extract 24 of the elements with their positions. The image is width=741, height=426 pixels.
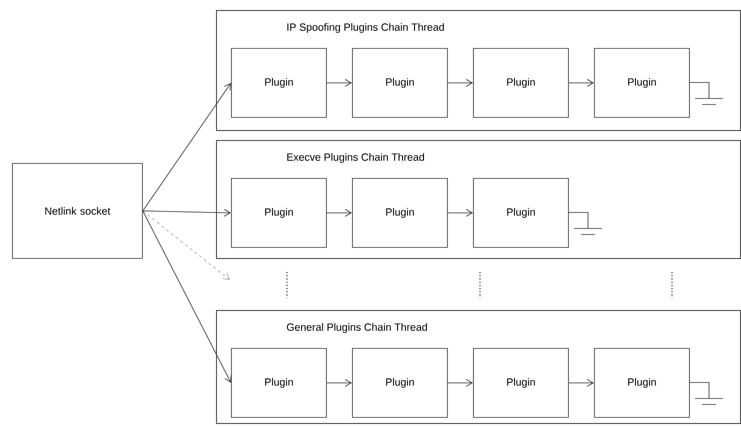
arrow — [326, 79, 352, 87]
plugin-box: Plugin — [352, 48, 448, 118]
socket-box: Netlink socket — [12, 163, 143, 259]
arrow — [326, 379, 352, 387]
plugin-box: Plugin — [352, 178, 448, 248]
arrow — [568, 379, 594, 387]
plugin-box: Plugin — [473, 348, 569, 418]
arrow — [142, 210, 230, 280]
arrow — [326, 209, 352, 217]
arrow — [142, 210, 232, 383]
plugin-box: Plugin — [231, 178, 327, 248]
arrow — [447, 379, 473, 387]
arrow — [568, 79, 594, 87]
arrow — [447, 209, 473, 217]
plugin-box: Plugin — [473, 48, 569, 118]
plugin-box: Plugin — [352, 348, 448, 418]
plugin-box: Plugin — [473, 178, 569, 248]
plugin-box: Plugin — [231, 48, 327, 118]
plugin-box: Plugin — [231, 348, 327, 418]
arrow — [447, 79, 473, 87]
arrow — [142, 208, 231, 217]
plugin-box: Plugin — [594, 48, 690, 118]
plugin-box: Plugin — [594, 348, 690, 418]
arrow — [142, 82, 231, 212]
